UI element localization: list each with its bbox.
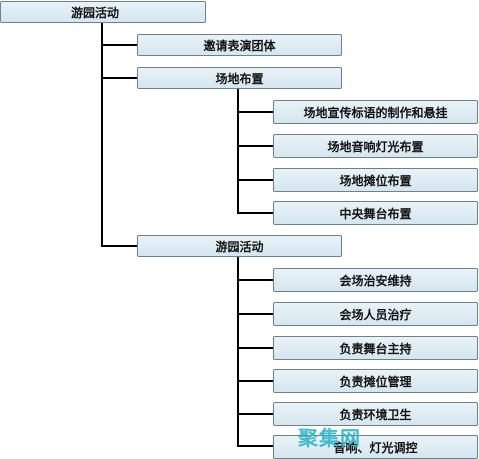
l2-node-booth-management: 负责摊位管理: [273, 369, 478, 393]
connector-event-4: [237, 413, 273, 415]
l2-node-security: 会场治安维持: [273, 268, 478, 292]
connector-l1-2: [101, 245, 137, 247]
l1-node-invite-performers: 邀请表演团体: [137, 34, 342, 56]
watermark-logo: 聚集网: [298, 426, 361, 450]
l2-node-stage-setup: 中央舞台布置: [273, 201, 478, 225]
connector-event-2: [237, 347, 273, 349]
connector-l1-1: [101, 77, 137, 79]
l2-node-medical: 会场人员治疗: [273, 302, 478, 326]
l2-node-banner-making: 场地宣传标语的制作和悬挂: [273, 100, 478, 124]
connector-l1-0: [101, 44, 137, 46]
connector-event-3: [237, 380, 273, 382]
root-node: 游园活动: [0, 1, 206, 23]
connector-event-vertical: [237, 257, 239, 447]
l2-node-sanitation: 负责环境卫生: [273, 402, 478, 426]
l2-node-booth-setup: 场地摊位布置: [273, 168, 478, 192]
l1-node-venue-setup: 场地布置: [137, 67, 342, 89]
connector-venue-vertical: [237, 89, 239, 214]
connector-venue-1: [237, 145, 273, 147]
connector-root-vertical: [101, 21, 103, 247]
connector-event-1: [237, 313, 273, 315]
connector-venue-3: [237, 212, 273, 214]
l2-node-stage-host: 负责舞台主持: [273, 336, 478, 360]
connector-venue-2: [237, 179, 273, 181]
connector-event-0: [237, 279, 273, 281]
l2-node-sound-lighting-setup: 场地音响灯光布置: [273, 134, 478, 158]
connector-event-5: [237, 445, 273, 447]
l1-node-event-activities: 游园活动: [137, 235, 342, 257]
connector-venue-0: [237, 111, 273, 113]
